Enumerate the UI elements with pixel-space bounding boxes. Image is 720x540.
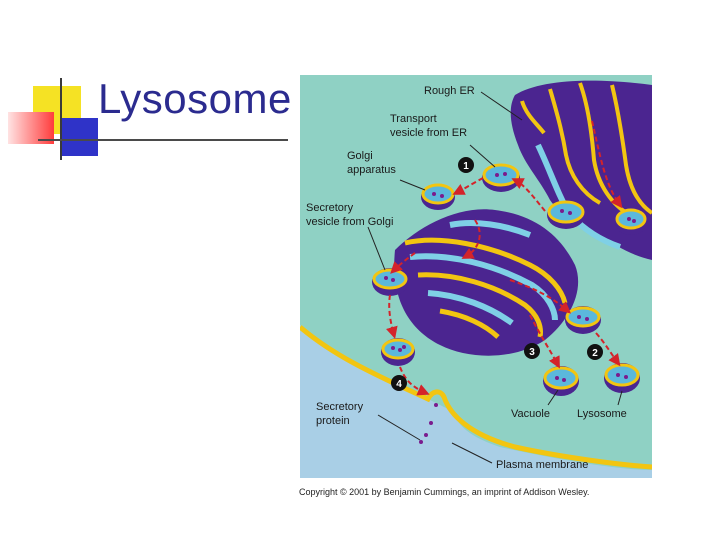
lysosome [604, 363, 640, 393]
vesicle-secretory-lower [381, 338, 415, 366]
step-1-label: 1 [463, 161, 469, 172]
vesicle-near-er [547, 200, 585, 229]
label-rough-er: Rough ER [424, 85, 475, 97]
step-4-label: 4 [396, 379, 402, 390]
vesicle-golgi-exit [565, 306, 601, 334]
copyright-notice: Copyright © 2001 by Benjamin Cummings, a… [299, 487, 590, 497]
step-4-marker: 4 [391, 375, 407, 391]
label-secretory-vesicle-line1: Secretory [306, 202, 354, 214]
label-secretory-protein-line1: Secretory [316, 401, 364, 413]
leader-lines [367, 91, 623, 464]
extracellular-space [300, 325, 652, 478]
step-2-label: 2 [592, 348, 598, 359]
label-secretory-protein-line2: protein [316, 415, 350, 427]
plasma-membrane [300, 325, 652, 470]
label-secretory-vesicle-line2: vesicle from Golgi [306, 216, 393, 228]
step-1-marker: 1 [458, 157, 474, 173]
label-vacuole: Vacuole [511, 408, 550, 420]
step-2-marker: 2 [587, 344, 603, 360]
label-transport-vesicle-line2: vesicle from ER [390, 127, 467, 139]
step-3-marker: 3 [524, 343, 540, 359]
corner-square-blue [60, 118, 98, 156]
secretory-protein-dots [419, 403, 438, 444]
step-3-label: 3 [529, 347, 535, 358]
corner-line-vertical [60, 78, 62, 160]
corner-square-red [8, 112, 54, 144]
slide-title: Lysosome [98, 75, 292, 122]
pathway-arrows [386, 120, 623, 396]
vesicle-transport-from-er [482, 163, 520, 192]
vesicle-budding-er [615, 208, 647, 235]
title-underline [38, 139, 288, 141]
label-plasma-membrane: Plasma membrane [496, 459, 588, 471]
lysosome-pathway-diagram: 1 2 3 4 Rough ER Transport vesicle from … [300, 75, 652, 478]
label-golgi-line1: Golgi [347, 150, 373, 162]
vesicle-golgi-cis [421, 183, 455, 210]
label-lysosome: Lysosome [577, 408, 627, 420]
label-golgi-line2: apparatus [347, 164, 396, 176]
label-transport-vesicle-line1: Transport [390, 113, 437, 125]
vacuole [543, 366, 579, 396]
vesicle-secretory-from-golgi [372, 268, 408, 296]
